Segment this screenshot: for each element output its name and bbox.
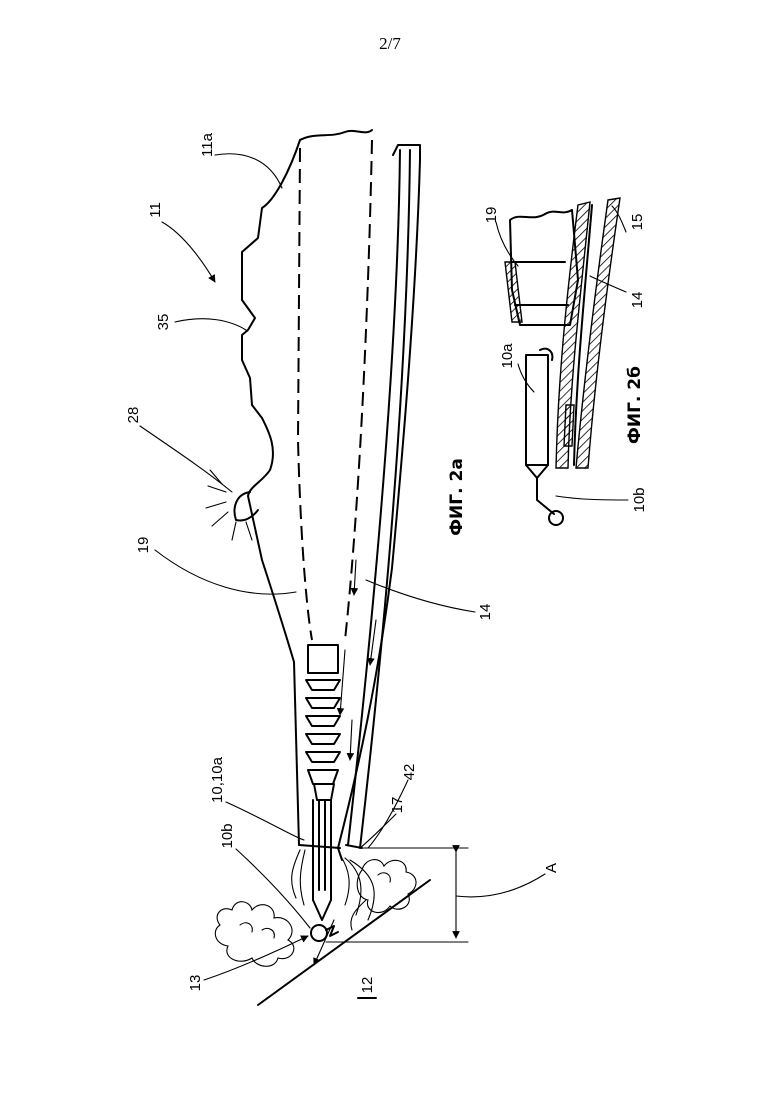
- electrode-rod: [313, 800, 331, 900]
- fig2b-channel-steps: [512, 262, 568, 305]
- dimension-a: [326, 848, 545, 942]
- label-10b: 10b: [219, 823, 236, 848]
- tube-14-line-b: [360, 150, 410, 848]
- figure-2b: 19 15 14 10a 10b ФИГ. 2б: [483, 198, 648, 525]
- channel-dashed-upper: [298, 148, 312, 640]
- fig2b-electrode: [526, 355, 548, 465]
- flow-arrow-4: [350, 720, 352, 760]
- label-12: 12: [359, 977, 376, 994]
- tube-14-line-a: [348, 150, 400, 845]
- label-11: 11: [147, 202, 164, 218]
- figure-2a-caption: ФИГ. 2а: [447, 458, 467, 536]
- leaders: [140, 154, 475, 980]
- electrode-ball: [311, 925, 327, 941]
- fig2b-label-14: 14: [629, 292, 646, 309]
- label-28: 28: [125, 407, 142, 424]
- fig2b-label-15: 15: [629, 214, 646, 231]
- label-42: 42: [401, 764, 418, 781]
- housing-break-line: [300, 130, 372, 140]
- label-35: 35: [155, 314, 172, 331]
- label-a: A: [543, 863, 560, 873]
- figure-2b-caption: ФИГ. 2б: [625, 366, 645, 444]
- channel-dashed-lower: [345, 140, 372, 640]
- fig2b-channel-insert: [505, 262, 522, 322]
- fig2b-inner-tube-tip: [564, 405, 574, 446]
- fig2b-electrode-ball: [549, 511, 563, 525]
- figure-2a: 11 11a 35 28 19 14 10,10a 10b 42 17 A 13…: [125, 130, 560, 1005]
- electrode-holder: [306, 645, 340, 800]
- flow-arrow-1: [354, 560, 356, 595]
- label-17: 17: [389, 797, 406, 814]
- label-10-10a: 10,10a: [209, 756, 226, 803]
- electrode-tip-cone: [313, 900, 331, 920]
- fig2b-label-19: 19: [483, 207, 500, 224]
- fig2b-electrode-hook: [537, 478, 554, 514]
- flow-arrow-3: [340, 650, 345, 715]
- label-11a: 11a: [199, 132, 216, 157]
- label-13: 13: [187, 975, 204, 992]
- fig2b-label-10a: 10a: [499, 343, 516, 369]
- label-14: 14: [477, 604, 494, 621]
- fig2b-label-10b: 10b: [631, 487, 648, 512]
- gas-plume: [292, 850, 375, 920]
- label-19: 19: [135, 537, 152, 554]
